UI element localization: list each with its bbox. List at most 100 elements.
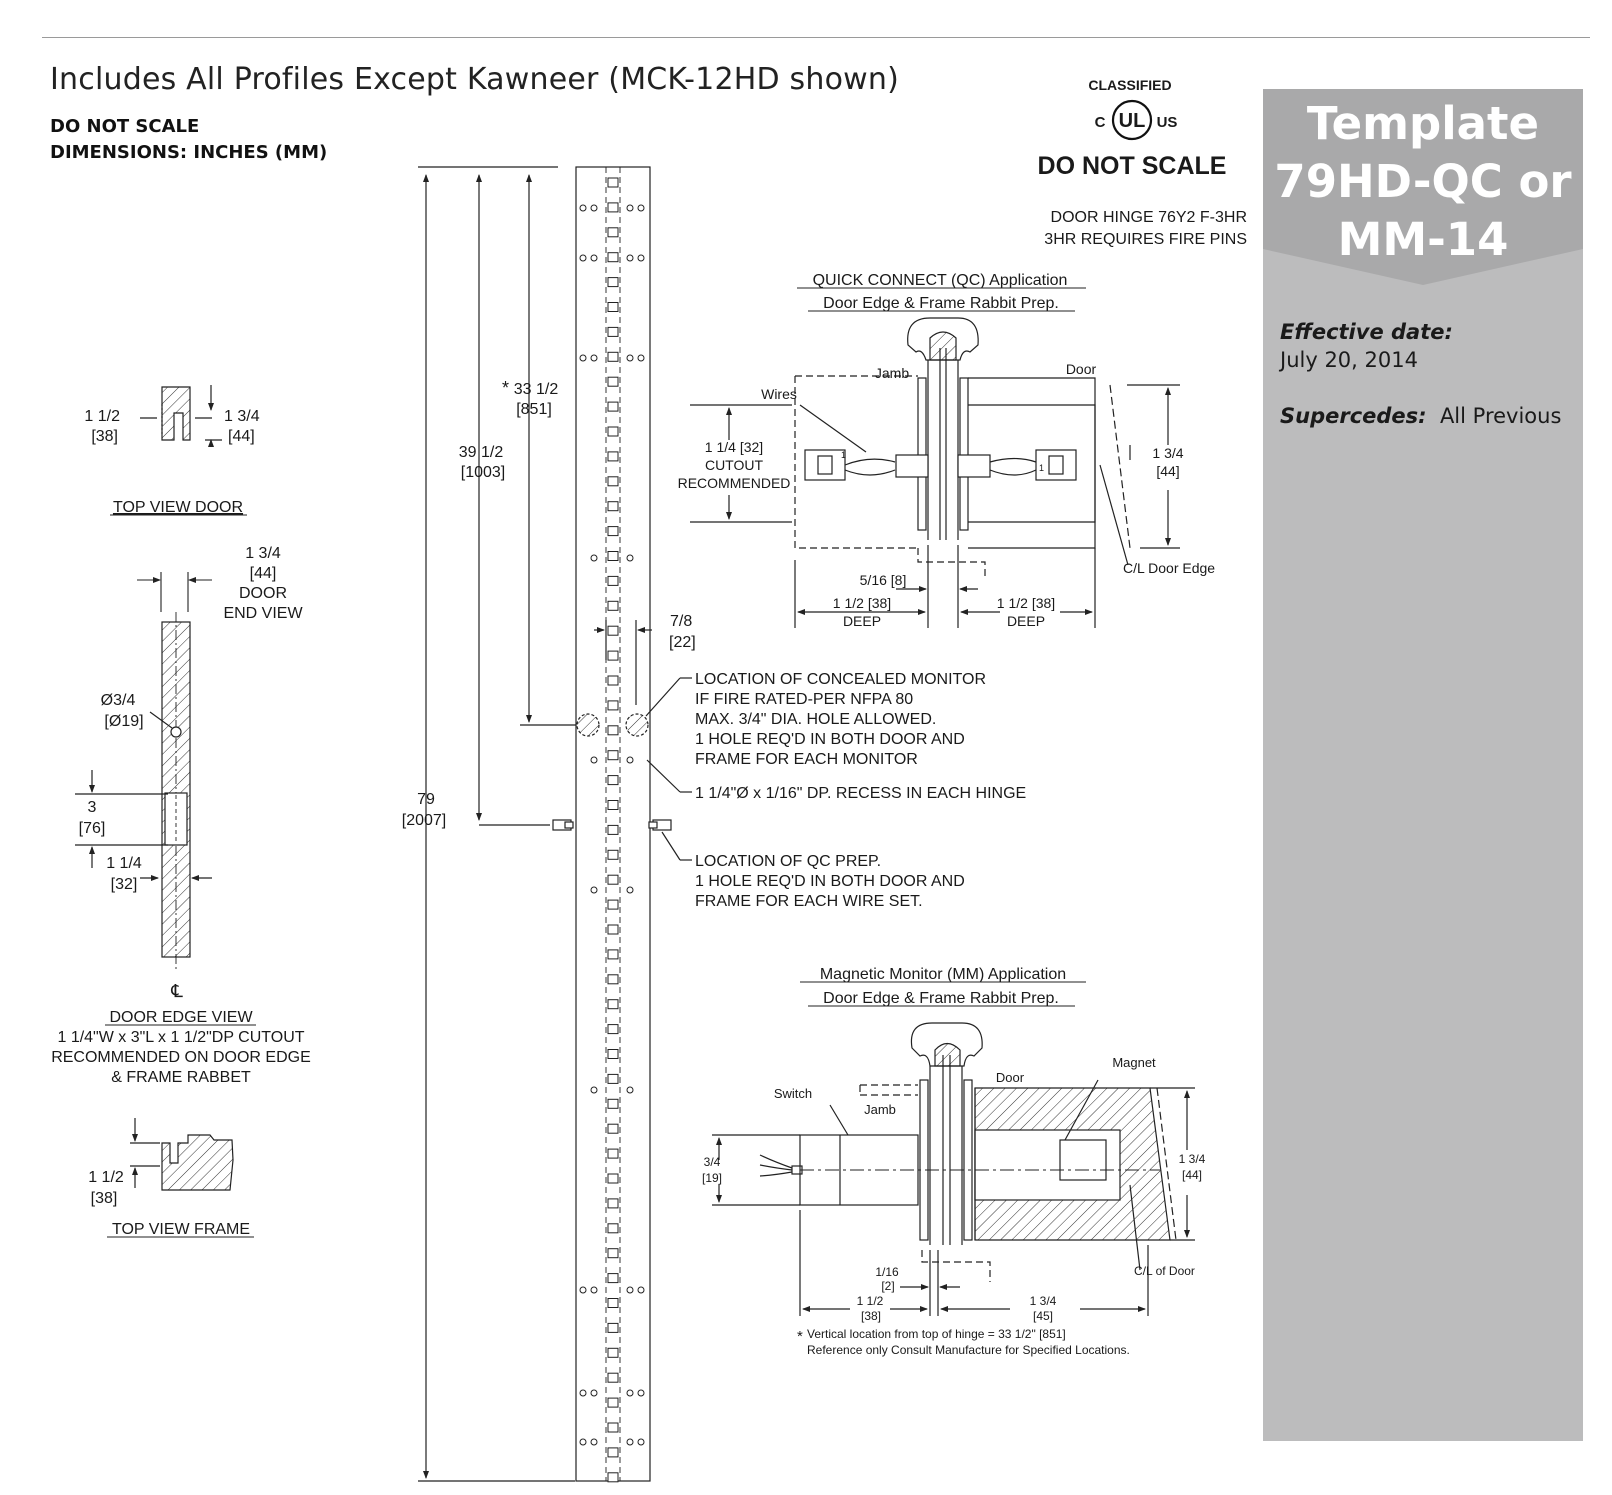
dedge-hole-dim: Ø3/4 (101, 692, 136, 709)
hinge-knuckle (607, 1273, 619, 1284)
mm-bottom-right: 1 3/4 (1030, 1294, 1057, 1308)
mm-cl-of-door: C/L of Door (1134, 1264, 1195, 1278)
hinge-knuckle (607, 551, 619, 561)
qc-deep-left: 1 1/2 [38] (833, 595, 891, 611)
hinge-knuckle (607, 1173, 619, 1184)
qc-cutout-dim: 1 1/4 [32] (705, 439, 763, 455)
hinge-knuckle (607, 526, 619, 537)
dimensions-note: DIMENSIONS: INCHES (MM) (50, 142, 328, 163)
hinge-knuckle (607, 999, 619, 1010)
door-hinge-note: DOOR HINGE 76Y2 F-3HR 3HR REQUIRES FIRE … (1044, 209, 1247, 248)
hinge-knuckle (607, 899, 619, 910)
page-title: Includes All Profiles Except Kawneer (MC… (50, 62, 899, 97)
hinge-knuckle (607, 1049, 619, 1059)
screw-hole (637, 1286, 645, 1294)
screw-hole (579, 1286, 587, 1294)
door-hinge-line1: DOOR HINGE 76Y2 F-3HR (1051, 209, 1247, 226)
dedge-note1: 1 1/4"W x 3"L x 1 1/2"DP CUTOUT (57, 1029, 304, 1046)
hinge-knuckle (607, 1198, 619, 1209)
hinge-knuckle (607, 974, 619, 985)
ul-do-not-scale: DO NOT SCALE (1038, 152, 1227, 180)
hinge-knuckle (607, 650, 619, 661)
qc-jamb-label: Jamb (875, 365, 909, 381)
hinge-knuckle (607, 476, 619, 487)
dev-line2: END VIEW (223, 605, 303, 622)
tvf-dim: 1 1/2 (88, 1169, 124, 1186)
hinge-dim-39-mm: [1003] (461, 464, 505, 481)
screw-hole (579, 354, 587, 362)
mm-footnote-1: Vertical location from top of hinge = 33… (807, 1327, 1066, 1341)
mm-footnote-2: Reference only Consult Manufacture for S… (807, 1343, 1130, 1357)
screw-hole (626, 254, 634, 262)
mm-bottom-left-mm: [38] (861, 1309, 881, 1323)
qc-door-label: Door (1066, 361, 1097, 377)
hinge-knuckle (607, 800, 619, 810)
hinge-knuckle (607, 376, 619, 387)
hinge-knuckle (607, 949, 619, 960)
hinge-knuckle (607, 177, 619, 188)
hinge-knuckle (607, 625, 619, 636)
recess-note: 1 1/4"Ø x 1/16" DP. RECESS IN EACH HINGE (695, 785, 1026, 802)
hinge-dim-79: 79 (417, 791, 435, 808)
hinge-knuckle (607, 1372, 619, 1383)
template-title-line1: Template (1306, 97, 1540, 150)
door-end-view-dims (137, 572, 212, 612)
hinge-knuckle (607, 924, 619, 935)
hinge-knuckle (607, 849, 619, 860)
screw-hole (637, 254, 645, 262)
hinge-knuckle (607, 1248, 619, 1259)
screw-hole (590, 1086, 598, 1094)
hinge-knuckles (607, 177, 619, 1483)
ul-arc-text: CLASSIFIED (1088, 77, 1171, 93)
door-hinge-line2: 3HR REQUIRES FIRE PINS (1044, 231, 1247, 248)
hinge-knuckle (607, 1073, 619, 1084)
top-view-door-profile (161, 386, 191, 441)
template-header-shape (1263, 89, 1583, 285)
screw-hole (590, 354, 598, 362)
qc-title-2: Door Edge & Frame Rabbit Prep. (823, 295, 1059, 312)
hinge-knuckle (607, 824, 619, 835)
hinge-knuckle (607, 1223, 619, 1234)
hinge-knuckle (607, 725, 619, 736)
dedge-hole-dim-mm: [Ø19] (104, 713, 143, 730)
mm-bottom-right-mm: [45] (1033, 1309, 1053, 1323)
tvd-dim-left-mm: [38] (91, 428, 118, 445)
mm-left-dim: 3/4 (704, 1155, 721, 1169)
screw-hole (579, 204, 587, 212)
qc-cutout-1: CUTOUT (705, 457, 764, 473)
dedge-centerline: ℄ (170, 981, 183, 1001)
effective-date-label: Effective date: (1280, 320, 1453, 344)
screw-hole (590, 1389, 598, 1397)
tvf-caption: TOP VIEW FRAME (112, 1221, 250, 1238)
dedge-caption: DOOR EDGE VIEW (109, 1009, 253, 1026)
screw-hole (637, 1389, 645, 1397)
monitor-note-5: FRAME FOR EACH MONITOR (695, 751, 918, 768)
qc-deep-right: 1 1/2 [38] (997, 595, 1055, 611)
template-title: Template 79HD-QC or MM-14 (1263, 95, 1583, 269)
qc-cutout-2: RECOMMENDED (678, 475, 791, 491)
hinge-knuckle (607, 775, 619, 786)
do-not-scale-note: DO NOT SCALE (50, 116, 200, 137)
top-view-frame (130, 1118, 234, 1191)
mm-gap-dim-mm: [2] (881, 1279, 894, 1293)
dedge-cut-w-mm: [32] (111, 876, 138, 893)
tvd-dim-right: 1 3/4 (224, 408, 260, 425)
hinge-dim-78-mm: [22] (669, 634, 696, 651)
mm-section-drawing (712, 1022, 1195, 1316)
mm-jamb-label: Jamb (864, 1102, 896, 1117)
hinge-knuckle (607, 1123, 619, 1134)
dedge-cut-w: 1 1/4 (106, 855, 142, 872)
hinge-knuckle (607, 1347, 619, 1358)
hinge-knuckle (607, 501, 619, 512)
template-sidebar (1263, 89, 1583, 1441)
dedge-cut-len: 3 (88, 799, 97, 816)
hinge-knuckle (607, 675, 619, 686)
tvd-caption: TOP VIEW DOOR (113, 499, 243, 516)
screw-hole (637, 354, 645, 362)
hinge-knuckle (607, 277, 619, 288)
ul-right-text: US (1157, 114, 1178, 131)
hinge-knuckle (607, 1298, 619, 1308)
hinge-knuckle (607, 401, 619, 412)
tvf-dim-mm: [38] (91, 1190, 118, 1207)
top-rule (42, 37, 1590, 38)
